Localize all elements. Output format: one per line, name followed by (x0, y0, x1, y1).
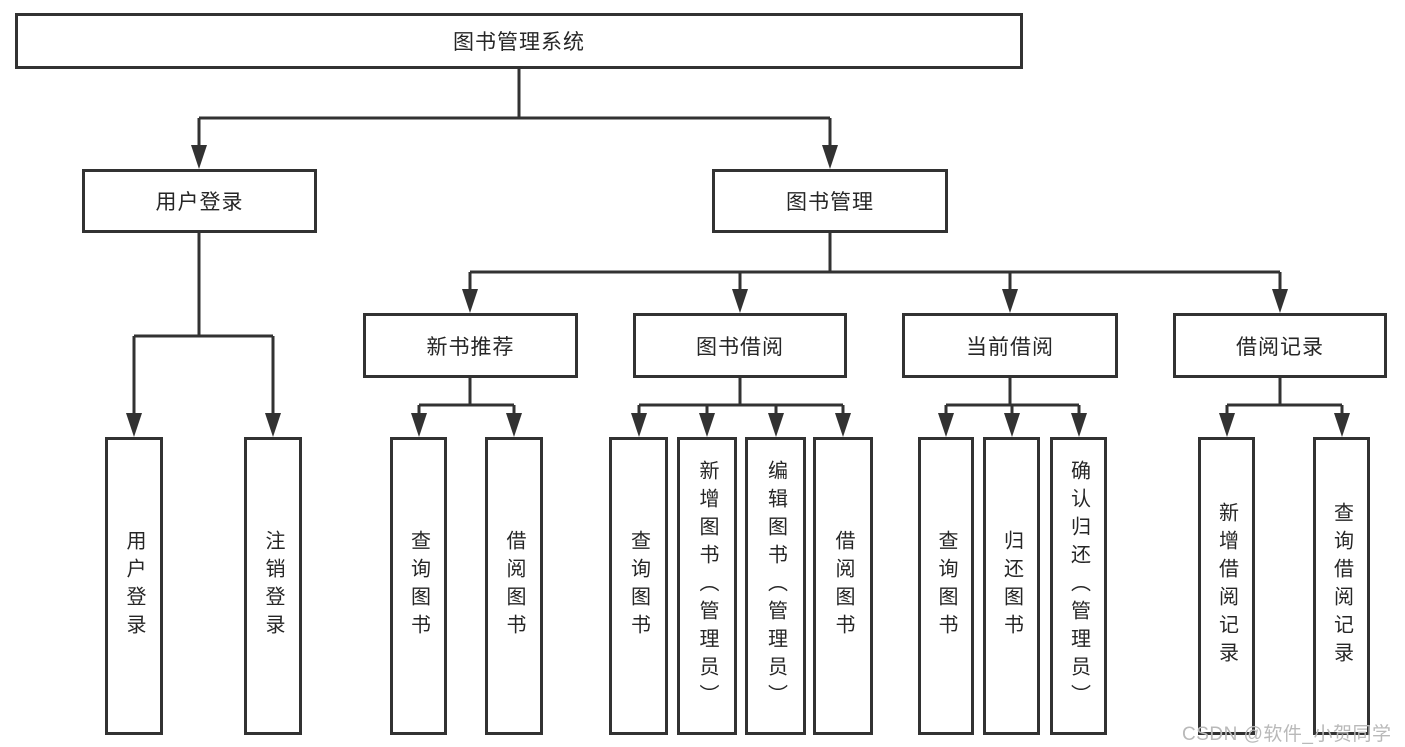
node-label: 借阅记录 (1236, 335, 1324, 359)
leaf-add-borrow-record: 新增借阅记录 (1198, 437, 1255, 735)
leaf-query-books-borrow: 查询图书 (609, 437, 668, 735)
node-borrow-records: 借阅记录 (1173, 313, 1387, 378)
leaf-return-books: 归还图书 (983, 437, 1040, 735)
node-label: 注销登录 (262, 530, 284, 642)
node-label: 图书管理系统 (453, 31, 585, 54)
node-label: 编辑图书（管理员） (764, 460, 787, 712)
leaf-add-book-admin: 新增图书（管理员） (677, 437, 737, 735)
connector-strokes (132, 69, 1344, 414)
node-label: 借阅图书 (503, 530, 525, 642)
leaf-user-login: 用户登录 (105, 437, 163, 735)
node-label: 用户登录 (123, 530, 145, 642)
node-label: 确认归还（管理员） (1067, 460, 1090, 712)
leaf-confirm-return-admin: 确认归还（管理员） (1050, 437, 1107, 735)
node-label: 查询图书 (407, 530, 430, 642)
leaf-edit-book-admin: 编辑图书（管理员） (745, 437, 806, 735)
leaf-borrow-books: 借阅图书 (813, 437, 873, 735)
node-book-borrow: 图书借阅 (633, 313, 847, 378)
node-label: 图书借阅 (696, 335, 784, 359)
node-label: 查询图书 (935, 530, 957, 642)
node-label: 用户登录 (155, 191, 244, 214)
node-label: 新书推荐 (426, 335, 515, 359)
leaf-borrow-books-recommend: 借阅图书 (485, 437, 543, 735)
node-book-management: 图书管理 (712, 169, 948, 233)
node-current-borrow: 当前借阅 (902, 313, 1118, 378)
csdn-watermark: CSDN @软件_小贺同学 (1182, 724, 1392, 745)
node-user-login: 用户登录 (82, 169, 317, 233)
node-label: 新增图书（管理员） (696, 460, 718, 712)
node-new-book-recommend: 新书推荐 (363, 313, 578, 378)
node-label: 新增借阅记录 (1215, 502, 1238, 670)
node-label: 当前借阅 (966, 335, 1054, 359)
node-library-management-system: 图书管理系统 (15, 13, 1023, 69)
node-label: 图书管理 (786, 191, 874, 214)
leaf-query-books-recommend: 查询图书 (390, 437, 447, 735)
node-label: 借阅图书 (832, 530, 854, 642)
leaf-query-borrow-record: 查询借阅记录 (1313, 437, 1370, 735)
leaf-logout: 注销登录 (244, 437, 302, 735)
node-label: 归还图书 (1000, 530, 1023, 642)
arrowheads (126, 145, 1350, 437)
node-label: 查询借阅记录 (1330, 502, 1353, 670)
leaf-query-books-current: 查询图书 (918, 437, 974, 735)
node-label: 查询图书 (627, 530, 650, 642)
